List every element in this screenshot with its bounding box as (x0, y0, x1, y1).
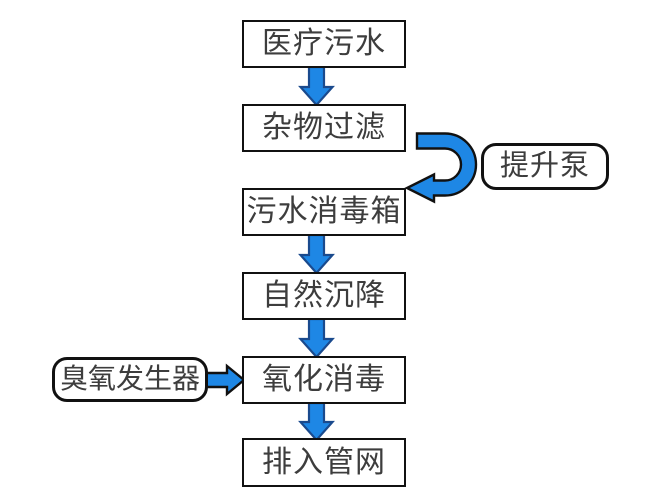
node-natural-sedimentation: 自然沉降 (242, 272, 406, 320)
node-debris-filtration: 杂物过滤 (242, 104, 406, 152)
arrow-ozone-generator-to-oxidation (203, 363, 246, 397)
node-sewage-disinfection-tank: 污水消毒箱 (242, 188, 406, 236)
arrow-oxidation-to-discharge (298, 401, 335, 442)
arrow-disinfection-tank-to-natural-sedimentation (298, 233, 335, 275)
node-label: 排入管网 (262, 445, 386, 479)
node-oxidation-disinfection: 氧化消毒 (242, 356, 406, 404)
node-label: 污水消毒箱 (246, 195, 402, 228)
node-label: 杂物过滤 (262, 111, 386, 144)
node-ozone-generator: 臭氧发生器 (52, 357, 208, 402)
node-label: 臭氧发生器 (59, 363, 200, 395)
arrow-uturn-debris-filtration-to-disinfection-tank (404, 132, 478, 204)
node-medical-sewage: 医疗污水 (242, 20, 406, 68)
node-label: 氧化消毒 (262, 363, 386, 396)
node-lift-pump: 提升泵 (481, 143, 609, 190)
node-label: 医疗污水 (262, 27, 386, 60)
arrow-natural-sedimentation-to-oxidation (298, 317, 335, 359)
node-discharge-pipe-network: 排入管网 (242, 438, 406, 487)
arrow-medical-sewage-to-debris-filtration (298, 65, 335, 107)
node-label: 提升泵 (499, 150, 590, 182)
node-label: 自然沉降 (262, 279, 386, 312)
